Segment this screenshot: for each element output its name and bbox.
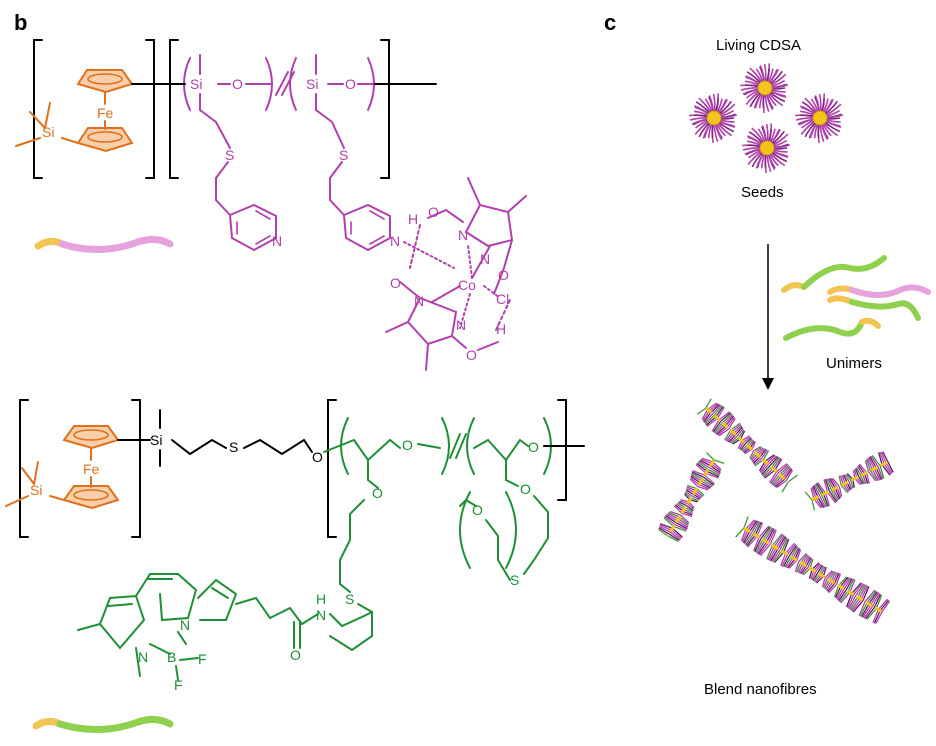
atom-o-2: O <box>345 76 356 92</box>
panel-c-letter: c <box>604 10 616 35</box>
atom-s-linker: S <box>229 439 238 455</box>
arrow-down-icon <box>762 244 774 390</box>
bottom-linker <box>159 409 313 467</box>
atom-h-bottom: H <box>496 321 506 337</box>
atom-n-top: N <box>458 227 468 243</box>
living-cdsa-title: Living CDSA <box>716 37 801 54</box>
atom-si-top-tms: Si <box>42 124 54 140</box>
atom-f-1: F <box>198 651 207 667</box>
atom-o-pe-2: O <box>528 439 539 455</box>
unimers-group <box>781 255 931 341</box>
nanofibre-left <box>658 452 725 542</box>
atom-o-peg: O <box>472 502 483 518</box>
atom-o-amide: O <box>290 647 301 663</box>
seed-micelle-bottom <box>742 123 791 174</box>
unimers-label: Unimers <box>826 355 882 372</box>
blend-nanofibres-label: Blend nanofibres <box>704 681 817 698</box>
atom-n-pyridine-1: N <box>272 233 282 249</box>
atom-o-pe-1: O <box>402 437 413 453</box>
atom-o-right: O <box>498 267 509 283</box>
atom-n-bodipy-right: N <box>180 617 190 633</box>
atom-si-1: Si <box>190 76 202 92</box>
atom-h-amide: H <box>316 591 326 607</box>
top-siloxane-block <box>169 39 527 371</box>
bottom-polyether-block <box>323 399 585 652</box>
atom-si-2: Si <box>306 76 318 92</box>
atom-co: Co <box>458 277 476 293</box>
atom-s-2: S <box>339 147 348 163</box>
atom-o-top-left: O <box>428 204 439 220</box>
atom-fe-top: Fe <box>97 105 114 121</box>
atom-h-top: H <box>408 211 418 227</box>
atom-o-linker: O <box>312 449 323 465</box>
atom-n-amide: N <box>316 607 326 623</box>
nanofibre-bottom <box>735 516 891 625</box>
atom-s-1: S <box>225 147 234 163</box>
atom-fe-bottom: Fe <box>83 461 100 477</box>
seed-micelles <box>689 63 844 174</box>
top-ferrocene-block <box>15 39 177 179</box>
bottom-ferrocene-block <box>5 399 151 538</box>
blend-nanofibres <box>658 398 894 625</box>
atom-si-linker: Si <box>150 432 162 448</box>
unimer-cartoon-pink <box>34 235 174 254</box>
atom-s-side-2: S <box>510 572 519 588</box>
seed-micelle-left <box>689 93 738 144</box>
atom-n-bottom: N <box>456 317 466 333</box>
atom-n-pyridine-2: N <box>390 233 400 249</box>
atom-o-bottom: O <box>466 347 477 363</box>
atom-n-bodipy-left: N <box>138 649 148 665</box>
atom-o-left: O <box>390 275 401 291</box>
atom-o-side-1: O <box>372 485 383 501</box>
seeds-label: Seeds <box>741 184 784 201</box>
seed-micelle-top <box>740 63 789 114</box>
atom-n-right: N <box>480 251 490 267</box>
panel-b-letter: b <box>14 10 27 35</box>
bodipy-dye <box>77 573 373 681</box>
atom-o-1: O <box>232 76 243 92</box>
seed-micelle-right <box>795 93 844 144</box>
atom-si-bottom-tms: Si <box>30 482 42 498</box>
atom-b-bodipy: B <box>167 649 176 665</box>
atom-s-side-1: S <box>345 591 354 607</box>
atom-cl: Cl <box>496 291 509 307</box>
atom-f-2: F <box>174 677 183 693</box>
nanofibre-right <box>804 451 894 511</box>
atom-o-side-2: O <box>520 481 531 497</box>
nanofibre-top <box>696 398 798 493</box>
unimer-cartoon-green <box>32 715 174 734</box>
atom-n-left: N <box>414 293 424 309</box>
